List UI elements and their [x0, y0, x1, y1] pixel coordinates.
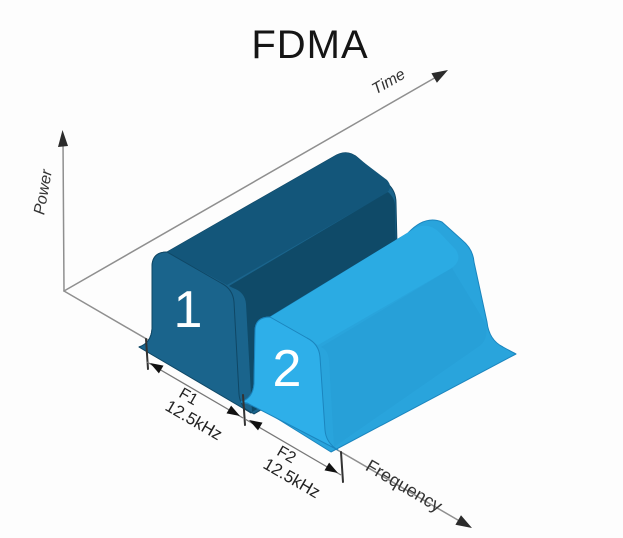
power-axis-label: Power: [31, 168, 56, 216]
frequency-axis-label: Frequency: [362, 456, 445, 516]
time-axis-label: Time: [369, 66, 408, 98]
f1-dimension-line: [146, 361, 244, 419]
f2-right-arrowhead-icon: [324, 462, 338, 473]
channel-2-front-face: [240, 316, 339, 451]
channel-2-top-face: [270, 225, 459, 345]
channel-1-top-face: [167, 152, 391, 285]
time-axis-line: [63, 75, 439, 292]
power-axis-line: [62, 139, 65, 292]
f1-start-tick: [145, 338, 149, 370]
channel-1-front-face: [138, 251, 252, 414]
f1-left-arrowhead-icon: [150, 363, 164, 374]
diagram-title: FDMA: [251, 23, 368, 67]
f1-f2-boundary-tick: [242, 394, 246, 426]
channel-2-label: 2: [273, 340, 302, 398]
f2-dimension-line: [244, 418, 342, 476]
f1-right-arrowhead-icon: [226, 405, 240, 416]
channel-1-label: 1: [174, 281, 203, 339]
f2-left-arrowhead-icon: [249, 420, 263, 431]
channel-2-block: 2: [240, 219, 517, 453]
f2-end-tick: [340, 451, 344, 483]
frequency-axis-arrowhead-icon: [455, 515, 472, 528]
power-axis-arrowhead-icon: [58, 130, 68, 147]
time-axis-arrowhead-icon: [431, 70, 448, 83]
channel-2-side-face: [321, 268, 487, 447]
